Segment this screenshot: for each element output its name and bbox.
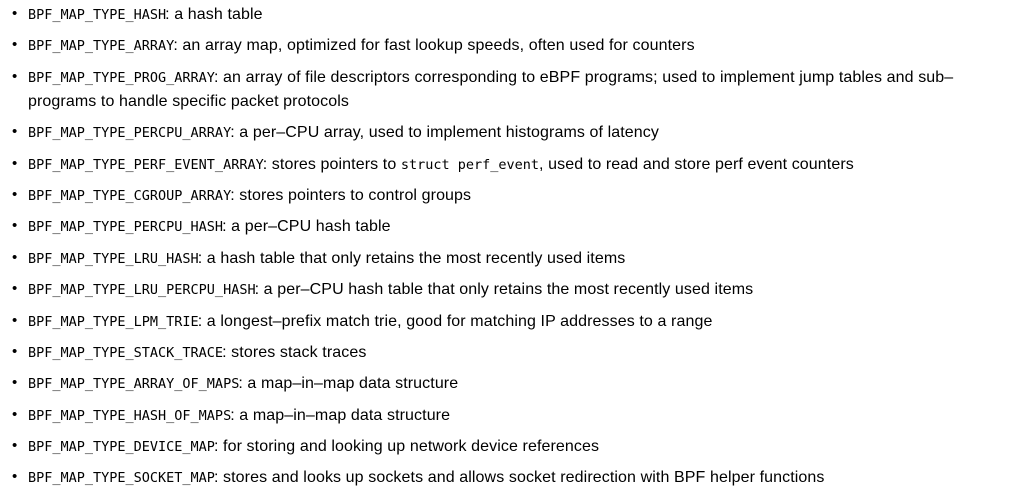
map-type-description: a map–in–map data structure — [247, 375, 459, 393]
list-item: • BPF_MAP_TYPE_DEVICE_MAP: for storing a… — [0, 435, 1018, 459]
map-type-code: BPF_MAP_TYPE_PERCPU_HASH — [28, 219, 224, 236]
map-type-description: a per–CPU hash table that only retains t… — [263, 281, 754, 299]
map-type-code: BPF_MAP_TYPE_HASH_OF_MAPS — [28, 407, 232, 424]
map-type-code: BPF_MAP_TYPE_DEVICE_MAP — [28, 439, 215, 456]
list-item: • BPF_MAP_TYPE_LPM_TRIE: a longest–prefi… — [0, 310, 1018, 334]
bullet-icon: • — [12, 154, 18, 172]
colon-separator: : — [230, 186, 235, 204]
colon-separator: : — [213, 469, 219, 487]
bullet-icon: • — [12, 280, 18, 298]
colon-separator: : — [197, 249, 203, 267]
bullet-icon: • — [12, 248, 18, 266]
list-item: • BPF_MAP_TYPE_HASH: a hash table — [0, 3, 1018, 27]
map-type-code: BPF_MAP_TYPE_HASH — [28, 7, 167, 23]
list-item: • BPF_MAP_TYPE_STACK_TRACE: stores stack… — [0, 341, 1018, 365]
map-type-code: BPF_MAP_TYPE_LRU_HASH — [28, 250, 199, 267]
map-type-description-pre: stores pointers to — [271, 155, 401, 173]
map-type-description: a per–CPU array, used to implement histo… — [239, 124, 660, 142]
map-type-code: BPF_MAP_TYPE_PROG_ARRAY — [28, 69, 215, 86]
colon-separator: : — [230, 124, 235, 142]
bullet-icon: • — [12, 217, 18, 235]
map-type-description: a map–in–map data structure — [239, 406, 451, 424]
list-item: • BPF_MAP_TYPE_LRU_PERCPU_HASH: a per–CP… — [0, 278, 1018, 302]
colon-separator: : — [222, 343, 227, 361]
colon-separator: : — [238, 375, 243, 393]
map-type-description: for storing and looking up network devic… — [223, 438, 600, 456]
colon-separator: : — [262, 155, 268, 173]
map-type-code: BPF_MAP_TYPE_LPM_TRIE — [28, 313, 199, 330]
map-type-description-line2: programs to handle specific packet proto… — [28, 92, 350, 110]
bullet-icon: • — [12, 67, 18, 85]
map-type-description-line1: an array of file descriptors correspondi… — [223, 68, 954, 86]
map-type-description: a per–CPU hash table — [231, 218, 391, 236]
bullet-icon: • — [12, 5, 18, 22]
colon-separator: : — [254, 281, 260, 299]
list-item: • BPF_MAP_TYPE_HASH_OF_MAPS: a map–in–ma… — [0, 404, 1018, 428]
list-item: • BPF_MAP_TYPE_PROG_ARRAY: an array of f… — [0, 66, 1018, 114]
list-item: • BPF_MAP_TYPE_LRU_HASH: a hash table th… — [0, 247, 1018, 271]
bullet-icon: • — [12, 405, 18, 423]
bullet-icon: • — [12, 374, 18, 392]
colon-separator: : — [222, 218, 227, 236]
list-item: • BPF_MAP_TYPE_ARRAY: an array map, opti… — [0, 34, 1018, 58]
bullet-icon: • — [12, 468, 18, 486]
map-type-description: an array map, optimized for fast lookup … — [182, 37, 695, 55]
map-type-description: a longest–prefix match trie, good for ma… — [206, 312, 713, 330]
list-item: • BPF_MAP_TYPE_ARRAY_OF_MAPS: a map–in–m… — [0, 372, 1018, 396]
map-type-description: stores stack traces — [231, 343, 367, 361]
list-item: • BPF_MAP_TYPE_SOCKET_MAP: stores and lo… — [0, 466, 1018, 490]
list-item: • BPF_MAP_TYPE_PERCPU_HASH: a per–CPU ha… — [0, 215, 1018, 239]
bullet-icon: • — [12, 342, 18, 360]
map-type-code: BPF_MAP_TYPE_PERF_EVENT_ARRAY — [28, 156, 264, 173]
colon-separator: : — [213, 438, 219, 456]
list-item: • BPF_MAP_TYPE_PERF_EVENT_ARRAY: stores … — [0, 153, 1018, 177]
map-type-description: a hash table that only retains the most … — [206, 249, 626, 267]
map-type-code: BPF_MAP_TYPE_CGROUP_ARRAY — [28, 187, 232, 204]
map-type-code: BPF_MAP_TYPE_LRU_PERCPU_HASH — [28, 282, 256, 299]
colon-separator: : — [165, 6, 170, 23]
bullet-icon: • — [12, 311, 18, 329]
colon-separator: : — [230, 406, 235, 424]
map-type-code: BPF_MAP_TYPE_SOCKET_MAP — [28, 470, 215, 487]
bullet-icon: • — [12, 185, 18, 203]
bullet-icon: • — [12, 36, 18, 54]
map-type-code: BPF_MAP_TYPE_STACK_TRACE — [28, 344, 224, 361]
map-type-code: BPF_MAP_TYPE_ARRAY_OF_MAPS — [28, 376, 240, 393]
map-type-description: stores pointers to control groups — [239, 186, 472, 204]
map-type-code: BPF_MAP_TYPE_ARRAY — [28, 38, 175, 55]
map-type-description: a hash table — [174, 6, 263, 23]
inline-code-struct-perf-event: struct perf_event — [400, 156, 540, 173]
list-item: • BPF_MAP_TYPE_CGROUP_ARRAY: stores poin… — [0, 184, 1018, 208]
map-type-code: BPF_MAP_TYPE_PERCPU_ARRAY — [28, 125, 232, 142]
list-item: • BPF_MAP_TYPE_PERCPU_ARRAY: a per–CPU a… — [0, 121, 1018, 145]
bullet-icon: • — [12, 123, 18, 141]
colon-separator: : — [213, 68, 219, 86]
bullet-icon: • — [12, 437, 18, 455]
colon-separator: : — [173, 37, 178, 55]
map-type-description: stores and looks up sockets and allows s… — [223, 469, 825, 487]
map-type-description-post: , used to read and store perf event coun… — [539, 155, 854, 173]
colon-separator: : — [197, 312, 203, 330]
